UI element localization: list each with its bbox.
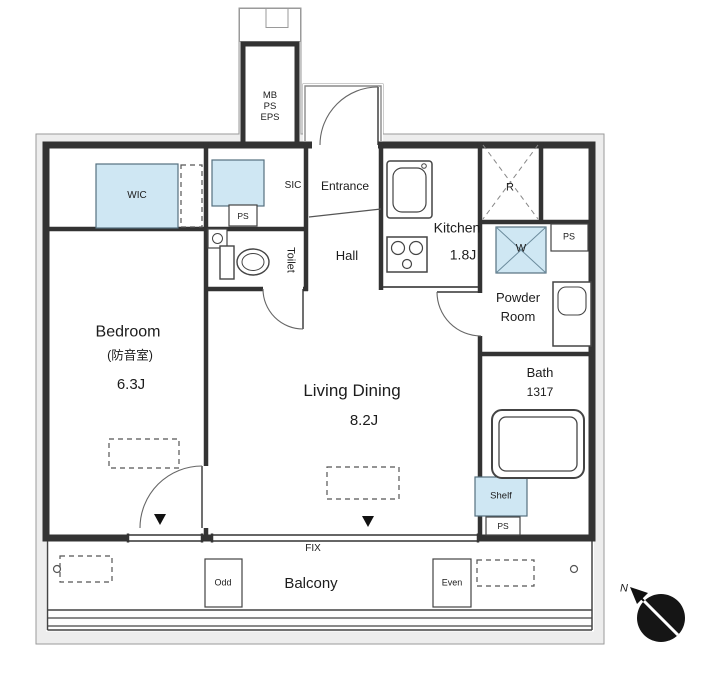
toilet-fixture bbox=[207, 228, 270, 280]
stove bbox=[386, 236, 428, 273]
wic-dashed-area bbox=[180, 164, 203, 228]
interior-fills bbox=[42, 41, 596, 632]
living-dashed-box bbox=[326, 466, 400, 500]
compass-icon bbox=[630, 587, 685, 642]
fridge-cross-lines bbox=[482, 144, 539, 220]
ps-boxes bbox=[228, 204, 589, 536]
ps-box-right bbox=[550, 223, 589, 252]
bedroom-dashed-box bbox=[108, 438, 180, 469]
wic-box bbox=[95, 163, 179, 229]
kitchen-sink bbox=[386, 160, 433, 219]
balcony-structure bbox=[46, 541, 593, 631]
entrance-porch bbox=[304, 85, 382, 141]
bedroom-door-arc bbox=[139, 465, 203, 529]
toilet-door-arc bbox=[262, 288, 304, 330]
entrance-door-arc bbox=[319, 86, 379, 146]
balcony-windows bbox=[126, 533, 480, 543]
balcony-marker-boxes bbox=[204, 558, 472, 608]
balcony-dashed-left bbox=[59, 555, 113, 583]
vanity-sink bbox=[552, 281, 592, 347]
shelf-box bbox=[474, 476, 528, 517]
powder-room-door-arc bbox=[436, 291, 482, 337]
entrance-step-line bbox=[308, 208, 382, 218]
window-slider-markers bbox=[154, 514, 374, 527]
dashed-outlines bbox=[59, 164, 535, 587]
odd-box bbox=[204, 558, 243, 608]
washer-cross-lines bbox=[495, 226, 547, 274]
even-box bbox=[432, 558, 472, 608]
balcony-drain-circles bbox=[52, 564, 579, 574]
ps-box-sic bbox=[228, 204, 258, 227]
sic-box bbox=[211, 159, 265, 207]
bathtub bbox=[491, 409, 585, 479]
ps-box-bottom bbox=[485, 516, 521, 536]
balcony-dashed-right bbox=[476, 559, 535, 587]
